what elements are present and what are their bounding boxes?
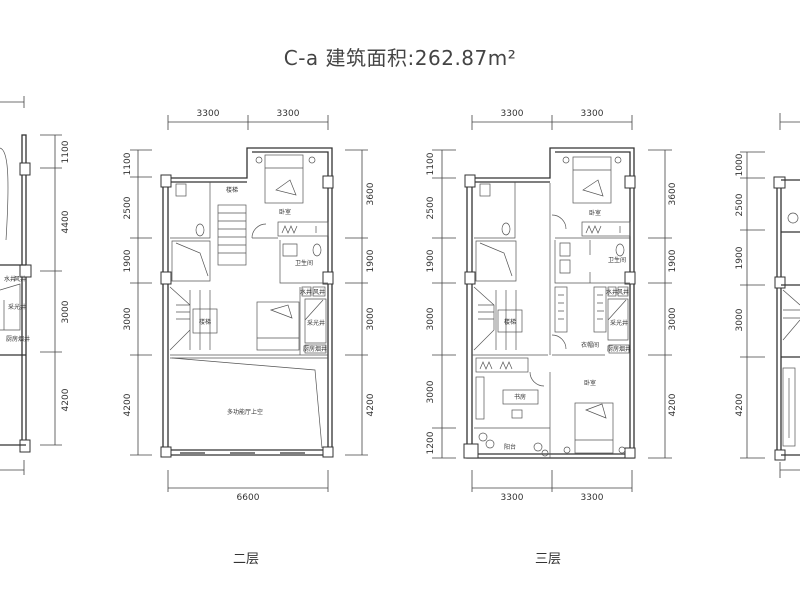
dim-top-1: 3300 xyxy=(501,109,524,119)
dim-bottom: 6600 xyxy=(237,493,260,503)
room-light-well: 采光井 xyxy=(8,303,26,311)
room-kitchen-flue: 厨房烟井 xyxy=(303,345,327,353)
plan-right-partial: 1000 2500 1900 3000 4200 xyxy=(735,113,800,478)
dim-right-2: 1900 xyxy=(366,249,376,272)
plan-left-partial: 1100 4400 3000 4200 水井 风井 采光井 厨房烟井 xyxy=(0,96,71,475)
room-kitchen-flue: 厨房烟井 xyxy=(6,335,30,343)
room-stair-top: 楼梯 xyxy=(226,186,238,194)
dim-bottom-2: 3300 xyxy=(581,493,604,503)
room-stair: 楼梯 xyxy=(504,318,516,326)
floor-3-label: 三层 xyxy=(535,552,561,567)
room-light-well: 采光井 xyxy=(307,319,325,327)
dim-right-1: 1100 xyxy=(61,140,71,163)
plan-title: C-a 建筑面积:262.87m² xyxy=(283,46,517,70)
dim-left-3: 1900 xyxy=(735,246,745,269)
room-light-well: 采光井 xyxy=(610,319,628,327)
room-void: 多功能厅上空 xyxy=(227,408,263,416)
dim-right-2: 4400 xyxy=(61,210,71,233)
dim-top-2: 3300 xyxy=(277,109,300,119)
room-air-shaft: 风井 xyxy=(313,288,325,296)
dim-left-2: 2500 xyxy=(735,193,745,216)
room-bedroom-top: 卧室 xyxy=(589,209,601,217)
dim-right-4: 4200 xyxy=(668,393,678,416)
room-closet: 衣帽间 xyxy=(581,341,599,349)
room-water-shaft: 水井 xyxy=(300,288,312,296)
room-water-shaft: 水井 xyxy=(4,275,16,283)
room-bedroom: 卧室 xyxy=(279,208,291,216)
dim-left-4: 3000 xyxy=(123,307,133,330)
room-balcony: 阳台 xyxy=(504,443,516,451)
floor-3-plan: 3300 3300 1100 2500 1900 3000 3000 1200 … xyxy=(426,109,678,567)
room-air-shaft: 风井 xyxy=(14,275,26,283)
room-bedroom: 卧室 xyxy=(584,379,596,387)
floor-2-label: 二层 xyxy=(233,552,259,567)
dim-left-5: 4200 xyxy=(735,393,745,416)
dim-left-6: 1200 xyxy=(426,431,436,454)
room-kitchen-flue: 厨房烟井 xyxy=(607,345,631,353)
dim-right-2: 1900 xyxy=(668,249,678,272)
room-water-shaft: 水井 xyxy=(606,288,618,296)
dim-right-4: 4200 xyxy=(366,393,376,416)
dim-left-2: 2500 xyxy=(426,196,436,219)
car-outline xyxy=(0,147,9,241)
dim-left-1: 1100 xyxy=(426,152,436,175)
dim-top-1: 3300 xyxy=(197,109,220,119)
dim-left-5: 4200 xyxy=(123,393,133,416)
room-bathroom: 卫生间 xyxy=(608,256,626,264)
dim-right-4: 4200 xyxy=(61,388,71,411)
dim-right-1: 3600 xyxy=(366,182,376,205)
dim-left-1: 1100 xyxy=(123,152,133,175)
dim-left-4: 3000 xyxy=(426,307,436,330)
room-stair: 楼梯 xyxy=(199,318,211,326)
dim-left-3: 1900 xyxy=(426,249,436,272)
dim-right-3: 3000 xyxy=(61,300,71,323)
dim-right-3: 3000 xyxy=(366,307,376,330)
dim-right-3: 3000 xyxy=(668,307,678,330)
dim-top-2: 3300 xyxy=(581,109,604,119)
floor-2-plan: 3300 3300 1100 2500 1900 3000 4200 3600 … xyxy=(123,109,376,567)
room-study: 书房 xyxy=(514,393,526,401)
dim-left-5: 3000 xyxy=(426,380,436,403)
dim-right-1: 3600 xyxy=(668,182,678,205)
dim-left-1: 1000 xyxy=(735,153,745,176)
dim-left-3: 1900 xyxy=(123,249,133,272)
dim-left-2: 2500 xyxy=(123,196,133,219)
dim-bottom-1: 3300 xyxy=(501,493,524,503)
dim-left-4: 3000 xyxy=(735,308,745,331)
room-bathroom: 卫生间 xyxy=(295,259,313,267)
room-air-shaft: 风井 xyxy=(617,288,629,296)
